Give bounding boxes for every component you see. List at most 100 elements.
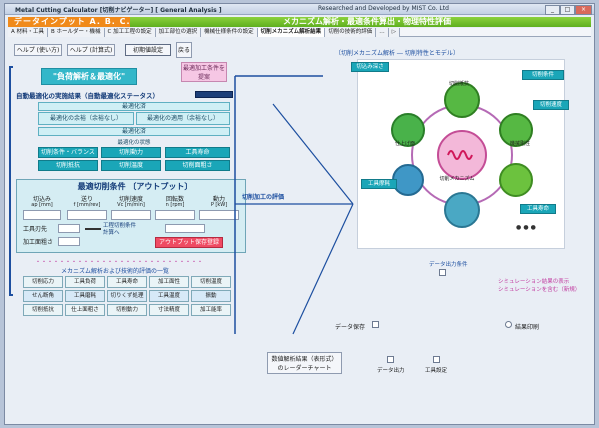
grid-tool-life[interactable]: 工具寿命 bbox=[165, 147, 230, 158]
credit-text: Researched and Developed by MIST Co. Ltd bbox=[318, 5, 449, 12]
out-unit-feed: f [mm/rev] bbox=[73, 202, 101, 208]
close-button[interactable]: × bbox=[575, 5, 592, 15]
note-sim-new: シミュレーションを含む（新規） bbox=[498, 287, 581, 293]
tab-evaluation[interactable]: 切削の技術的評価 bbox=[325, 28, 377, 37]
node-label-left: 仕上げ面 bbox=[394, 141, 415, 147]
center-label: 切削メカニズム bbox=[439, 176, 475, 182]
node-label-top: 切削抵抗 bbox=[448, 81, 469, 87]
output-title: 最適切削条件 〔アウトプット〕 bbox=[77, 182, 193, 191]
status-indicator bbox=[195, 91, 233, 98]
status-caption: 最適化の状態 bbox=[117, 140, 151, 146]
out-field-speed[interactable] bbox=[111, 210, 151, 220]
title-bar: Metal Cutting Calculator [切削ナビゲーター] [ Ge… bbox=[5, 4, 594, 15]
eval-cell[interactable]: せん断角 bbox=[23, 290, 63, 302]
eval-cell[interactable]: 振動 bbox=[191, 290, 231, 302]
out-header-speed: 切削速度 bbox=[118, 196, 143, 203]
grid-balance[interactable]: 切削条件・バランス bbox=[38, 147, 98, 158]
note-sim-display: シミュレーション結果の表示 bbox=[498, 279, 570, 285]
tab-holder[interactable]: B ホールダー・機械 bbox=[48, 28, 105, 37]
surface-field[interactable] bbox=[58, 237, 80, 246]
eval-cell[interactable]: 寸法精度 bbox=[149, 304, 189, 316]
eval-cell[interactable]: 工具磨耗 bbox=[65, 290, 105, 302]
more-dots: ● ● ● bbox=[516, 224, 536, 231]
help-formula-button[interactable]: ヘルプ (計算式) bbox=[67, 44, 115, 56]
load-analysis-button[interactable]: "負荷解析＆最適化" bbox=[41, 68, 137, 85]
eval-cell[interactable]: 切削応力 bbox=[23, 276, 63, 288]
chk3-label: データ出力 bbox=[377, 368, 405, 374]
tab-mechanism[interactable]: 切削メカニズム解析結果 bbox=[257, 28, 326, 37]
tab-next-arrow[interactable]: ▷ bbox=[388, 28, 400, 37]
mechanism-diagram bbox=[357, 59, 565, 249]
out-field-depth[interactable] bbox=[23, 210, 61, 220]
status-margin: 最適化の余裕（余裕なし） bbox=[38, 112, 134, 125]
grid-resistance[interactable]: 切削抵抗 bbox=[38, 160, 98, 171]
status-optimized: 最適化済 bbox=[38, 102, 230, 111]
data-input-tab[interactable]: データインプット A. B. C. bbox=[8, 17, 130, 27]
eval-cell[interactable]: 仕上面粗さ bbox=[65, 304, 105, 316]
node-3[interactable]: 切削速度 bbox=[533, 100, 569, 110]
connector-lines bbox=[234, 75, 354, 335]
out-field-rpm[interactable] bbox=[155, 210, 195, 220]
tab-more[interactable]: … bbox=[376, 28, 389, 37]
window-title: Metal Cutting Calculator [切削ナビゲーター] [ Ge… bbox=[15, 7, 222, 14]
eval-cell[interactable]: 切りくず処理 bbox=[107, 290, 147, 302]
list-caption: メカニズム解析および技術的評価の一覧 bbox=[61, 268, 170, 275]
node-2[interactable]: 切削条件 bbox=[522, 70, 564, 80]
chk4-label: 工具設定 bbox=[425, 368, 448, 374]
tool-set-checkbox[interactable] bbox=[433, 356, 440, 363]
out-header-power: 動力 bbox=[212, 196, 225, 203]
out-unit-power: P [kW] bbox=[210, 202, 228, 208]
pink-caption: ・・・・・・・・・・・・・・・・・・・・・・・・・・・・ bbox=[35, 259, 204, 266]
tab-process[interactable]: C 加工工程の設定 bbox=[104, 28, 156, 37]
tab-machine[interactable]: 機械仕様条件の設定 bbox=[201, 28, 258, 37]
chk1-label: データ保存 bbox=[335, 324, 366, 331]
grid-roughness[interactable]: 切削面粗さ bbox=[165, 160, 230, 171]
out-unit-speed: Vc [m/min] bbox=[117, 202, 145, 208]
out-header-depth: 切込み bbox=[32, 196, 51, 203]
mechanism-graphic bbox=[391, 82, 533, 228]
eval-cell[interactable]: 切削動力 bbox=[107, 304, 147, 316]
calc-field[interactable] bbox=[165, 224, 205, 233]
note-output: データ出力条件 bbox=[429, 262, 468, 268]
out-header-feed: 送り bbox=[80, 196, 93, 203]
grid-power[interactable]: 切削動力 bbox=[101, 147, 161, 158]
tab-material[interactable]: A 材料・工具 bbox=[8, 28, 49, 37]
auto-optimize-heading: 自動最適化の実施結果（自動最適化ステータス） bbox=[16, 92, 159, 100]
save-output-button[interactable]: アウトプット保存登録 bbox=[155, 237, 223, 248]
out-header-rpm: 回転数 bbox=[165, 196, 184, 203]
eval-cell[interactable]: 加工能率 bbox=[191, 304, 231, 316]
app-window: Metal Cutting Calculator [切削ナビゲーター] [ Ge… bbox=[4, 3, 595, 425]
output-checkbox[interactable] bbox=[439, 269, 446, 276]
tab-part[interactable]: 加工部位の選択 bbox=[155, 28, 202, 37]
grid-temperature[interactable]: 切削温度 bbox=[101, 160, 161, 171]
save-checkbox[interactable] bbox=[372, 321, 379, 328]
eval-cell[interactable]: 切削温度 bbox=[191, 276, 231, 288]
out-field-power[interactable] bbox=[199, 210, 239, 220]
data-out-checkbox[interactable] bbox=[387, 356, 394, 363]
node-5[interactable]: 工具寿命 bbox=[520, 204, 556, 214]
help-usage-button[interactable]: ヘルプ (使い方) bbox=[14, 44, 62, 56]
out-unit-depth: ap [mm] bbox=[31, 202, 53, 208]
mechanism-title: 〔切削メカニズム解析 ― 切削特性とモデル〕 bbox=[335, 50, 459, 57]
node-label-right: 機械剛性 bbox=[509, 141, 530, 147]
arrow-line bbox=[85, 228, 101, 230]
back-button[interactable]: 戻る bbox=[176, 42, 192, 58]
optimal-proposal-box[interactable]: 最適加工条件を 提案 bbox=[181, 62, 227, 82]
out-field-feed[interactable] bbox=[67, 210, 107, 220]
print-radio[interactable] bbox=[505, 321, 512, 328]
maximize-button[interactable]: □ bbox=[560, 5, 575, 15]
arrow-text: 工程切削条件 計算へ bbox=[103, 223, 137, 236]
eval-cell[interactable]: 切削抵抗 bbox=[23, 304, 63, 316]
radar-chart-button[interactable]: 数値解析結果（表形式） のレーダーチャート bbox=[267, 352, 342, 374]
node-1[interactable]: 切込み深さ bbox=[351, 62, 389, 72]
eval-cell[interactable]: 工具負荷 bbox=[65, 276, 105, 288]
eval-cell[interactable]: 工具温度 bbox=[149, 290, 189, 302]
minimize-button[interactable]: _ bbox=[545, 5, 560, 15]
node-4[interactable]: 工具摩耗 bbox=[361, 179, 397, 189]
left-bracket bbox=[9, 66, 13, 296]
initial-settings-button[interactable]: 初期値設定 bbox=[125, 44, 171, 56]
eval-cell[interactable]: 工具寿命 bbox=[107, 276, 147, 288]
eval-cell[interactable]: 加工面性 bbox=[149, 276, 189, 288]
chk2-label: 結果印刷 bbox=[515, 324, 540, 331]
tool-edge-field[interactable] bbox=[58, 224, 80, 233]
